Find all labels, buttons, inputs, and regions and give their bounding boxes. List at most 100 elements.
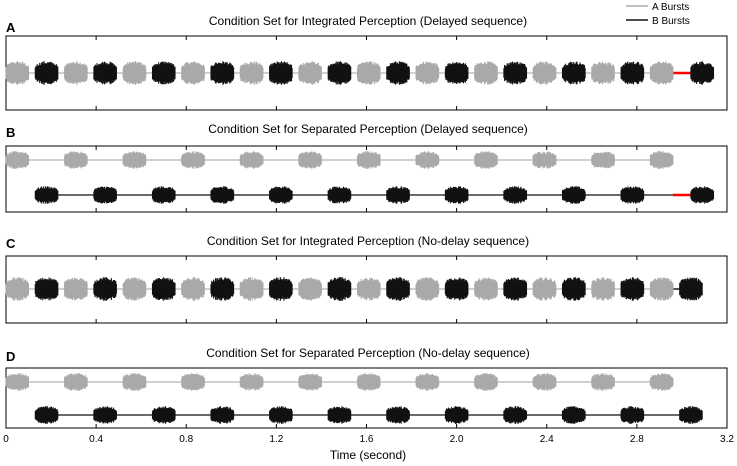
x-tick-label-3: 1.2: [269, 434, 283, 445]
panel-b-b-burst-5: [269, 186, 293, 204]
panel-c-a-burst-11: [591, 277, 615, 301]
panel-c-a-burst-9: [474, 277, 498, 301]
panel-c-b-burst-5: [269, 277, 293, 301]
panel-c-letter: C: [6, 236, 16, 251]
panel-b-b-burst-2: [93, 186, 117, 204]
panel-c-b-burst-12: [679, 277, 703, 301]
panel-b-a-burst-2: [64, 151, 88, 169]
panel-d-a-burst-6: [298, 373, 322, 391]
x-tick-label-0: 0: [3, 434, 9, 445]
panel-a-a-burst-8: [415, 61, 440, 85]
panel-b-b-burst-8: [444, 186, 469, 204]
panel-c-b-burst-8: [444, 277, 469, 301]
panel-d-b-burst-4: [210, 406, 235, 424]
x-tick-label-4: 1.6: [360, 434, 374, 445]
panel-d-b-burst-10: [561, 406, 586, 424]
panel-a-a-burst-10: [532, 61, 557, 85]
x-tick-label-7: 2.8: [630, 434, 644, 445]
panel-c-b-burst-7: [386, 277, 410, 301]
panel-a-a-burst-6: [298, 61, 322, 85]
panel-a-b-burst-3: [151, 61, 176, 85]
panel-b-a-burst-9: [474, 151, 498, 169]
panel-b-b-burst-11: [620, 186, 645, 204]
panel-d-a-burst-10: [532, 373, 557, 391]
x-tick-label-1: 0.4: [89, 434, 103, 445]
panel-a-b-burst-7: [386, 61, 410, 85]
panel-a-a-burst-1: [5, 61, 30, 85]
panel-b-a-burst-6: [298, 151, 322, 169]
panel-c-b-burst-9: [503, 277, 528, 301]
panel-c-a-burst-7: [356, 277, 381, 301]
panel-b-a-burst-7: [356, 151, 381, 169]
panel-b-b-burst-3: [151, 186, 176, 204]
panel-a-a-burst-12: [649, 61, 674, 85]
panel-c-a-burst-2: [64, 277, 88, 301]
panel-a-b-burst-6: [327, 61, 352, 85]
panel-d-a-burst-12: [649, 373, 674, 391]
panel-a-b-burst-12: [690, 61, 715, 85]
panel-c-a-burst-12: [649, 277, 674, 301]
panel-a-a-burst-2: [64, 61, 88, 85]
panel-c-a-burst-1: [5, 277, 30, 301]
panel-a: A Condition Set for Integrated Perceptio…: [5, 14, 728, 111]
x-tick-label-5: 2.0: [450, 434, 464, 445]
panel-d-b-burst-5: [269, 406, 293, 424]
panel-a-a-burst-4: [181, 61, 205, 85]
panel-b-b-burst-6: [327, 186, 352, 204]
panel-d-a-burst-1: [5, 373, 30, 391]
panel-a-b-burst-8: [444, 62, 469, 84]
panel-a-b-burst-2: [93, 61, 117, 85]
panel-b: B Condition Set for Separated Perception…: [5, 122, 728, 213]
legend-a-label: A Bursts: [652, 2, 689, 13]
panel-a-b-burst-11: [620, 61, 645, 85]
panel-c-b-burst-10: [561, 277, 586, 301]
panel-b-a-burst-8: [415, 151, 440, 169]
panel-b-b-burst-10: [561, 186, 586, 204]
panel-b-letter: B: [6, 125, 15, 140]
panel-d-a-burst-11: [591, 373, 615, 391]
panel-b-b-burst-12: [690, 186, 715, 204]
panel-a-b-burst-9: [503, 61, 528, 85]
panel-c-b-burst-6: [327, 277, 352, 301]
panel-d-b-burst-12: [679, 406, 703, 424]
panel-c-a-burst-4: [181, 277, 205, 301]
panel-a-b-burst-5: [269, 61, 293, 85]
panel-c-b-burst-3: [151, 277, 176, 301]
panel-b-b-burst-1: [34, 186, 59, 204]
panel-c-a-burst-10: [532, 277, 557, 301]
panel-c-b-burst-4: [210, 277, 235, 301]
panel-b-title: Condition Set for Separated Perception (…: [208, 122, 528, 136]
panel-a-a-burst-7: [356, 61, 381, 85]
panel-a-a-burst-11: [591, 61, 615, 85]
panel-a-b-burst-1: [34, 61, 59, 85]
x-axis-label: Time (second): [330, 448, 406, 462]
panel-d-b-burst-2: [93, 406, 117, 424]
panel-d-a-burst-8: [415, 373, 440, 391]
panel-a-letter: A: [6, 20, 16, 35]
panel-c-b-burst-2: [93, 277, 117, 301]
panel-d-letter: D: [6, 349, 15, 364]
panel-b-a-burst-5: [239, 151, 264, 169]
panel-a-b-burst-10: [561, 61, 586, 85]
panel-a-a-burst-9: [474, 61, 498, 85]
panel-c: C Condition Set for Integrated Perceptio…: [5, 234, 728, 324]
panel-c-a-burst-6: [298, 277, 322, 301]
panel-c-title: Condition Set for Integrated Perception …: [207, 234, 529, 248]
panel-d-b-burst-7: [386, 406, 410, 424]
panel-b-a-burst-11: [591, 151, 615, 169]
panel-c-b-burst-1: [34, 277, 59, 301]
panel-b-b-burst-4: [210, 186, 235, 204]
panel-b-a-burst-1: [5, 151, 30, 169]
x-tick-label-8: 3.2: [720, 434, 734, 445]
panel-a-b-burst-4: [210, 61, 235, 85]
panel-b-b-burst-9: [503, 186, 528, 204]
panel-d-title: Condition Set for Separated Perception (…: [206, 346, 530, 360]
panel-d-b-burst-6: [327, 406, 352, 424]
panel-d-b-burst-11: [620, 406, 645, 424]
panel-c-b-burst-11: [620, 277, 645, 301]
panel-d-b-burst-1: [34, 406, 59, 424]
panel-c-plot: [5, 255, 728, 324]
panel-c-a-burst-5: [239, 277, 264, 301]
